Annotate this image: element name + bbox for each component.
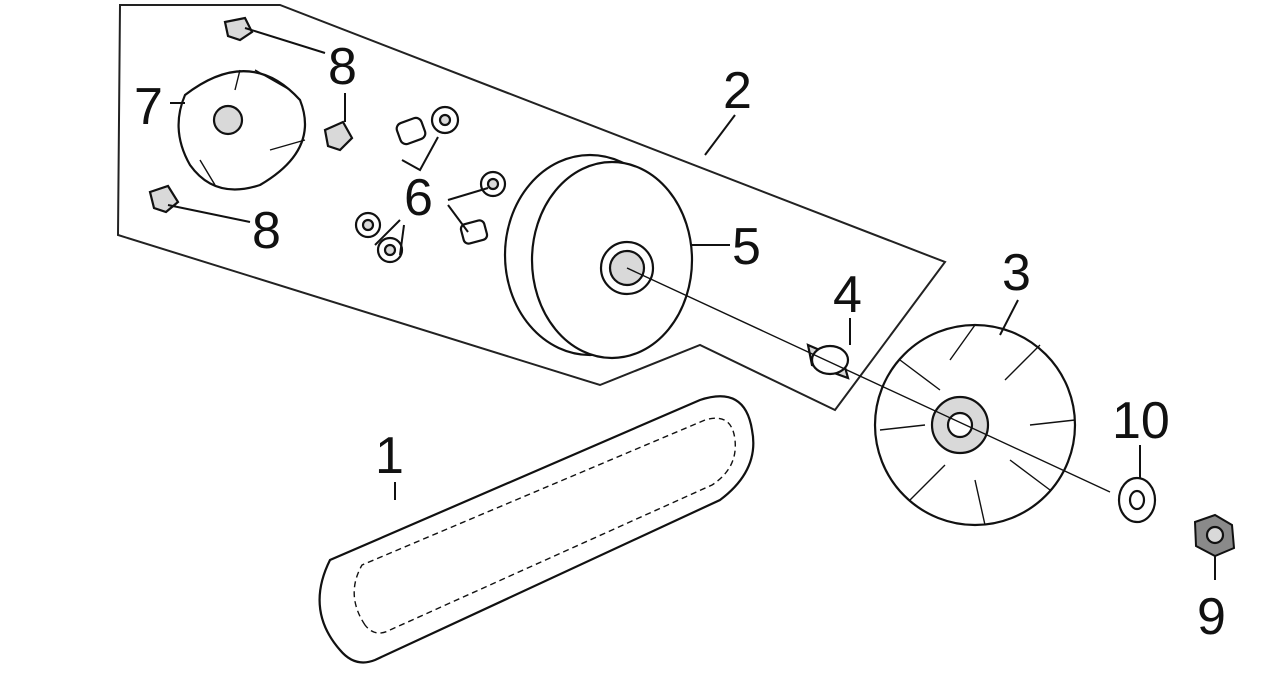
callout-8-top: 8 — [328, 38, 357, 96]
drive-belt — [318, 395, 755, 664]
callout-7: 7 — [134, 78, 163, 136]
assembly-axis — [626, 267, 1111, 493]
hex-nut — [1193, 513, 1236, 558]
callout-10: 10 — [1112, 392, 1170, 450]
callout-8-bottom: 8 — [252, 202, 281, 260]
callout-1: 1 — [375, 427, 404, 485]
ramp-plate — [177, 69, 307, 191]
slider-bottom — [148, 184, 180, 214]
callout-9: 9 — [1197, 588, 1226, 646]
washer — [1117, 476, 1157, 524]
callout-5: 5 — [732, 218, 761, 276]
slider-middle — [323, 120, 354, 152]
roller-set — [354, 105, 507, 264]
slider-top — [223, 16, 254, 42]
kit-group-outline — [116, 4, 947, 412]
callout-3: 3 — [1002, 244, 1031, 302]
callout-4: 4 — [833, 266, 862, 324]
drive-face-fan — [873, 323, 1077, 527]
callout-2: 2 — [723, 62, 752, 120]
leader-lines — [167, 27, 1216, 580]
variator-pulley — [503, 153, 694, 360]
callout-6: 6 — [404, 169, 433, 227]
